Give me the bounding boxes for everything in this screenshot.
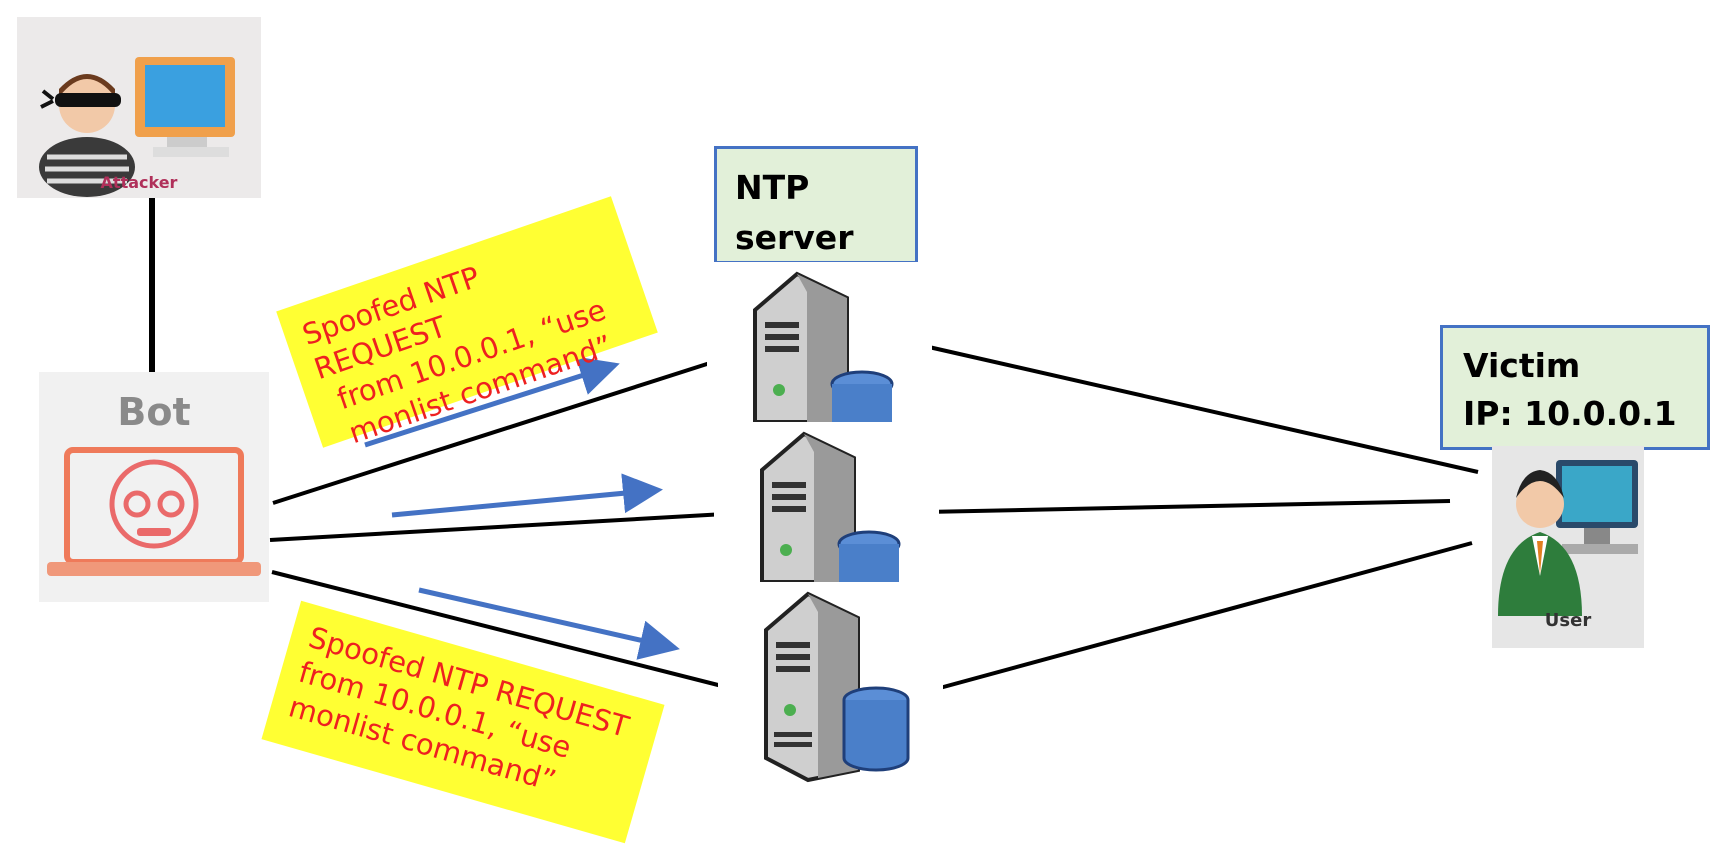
ntp-server-3 bbox=[718, 582, 943, 792]
attacker-icon bbox=[39, 57, 235, 197]
bot-to-server-3 bbox=[271, 570, 723, 688]
server-3-to-victim bbox=[924, 541, 1473, 694]
bot-node: Bot bbox=[39, 372, 269, 602]
server-icon bbox=[753, 271, 894, 424]
ntp-server-2 bbox=[714, 422, 939, 584]
ntp-label-line1: NTP bbox=[735, 168, 810, 207]
bot-label: Bot bbox=[117, 390, 191, 434]
ntp-label-line2: server bbox=[735, 218, 854, 257]
ntp-server-1 bbox=[707, 262, 932, 424]
bot-to-server-1 bbox=[272, 353, 736, 505]
request-arrow-1 bbox=[364, 356, 620, 448]
server-1-to-victim bbox=[919, 343, 1479, 474]
request-arrow-2 bbox=[391, 473, 663, 518]
user-icon bbox=[1498, 460, 1638, 616]
server-2-to-victim bbox=[924, 499, 1451, 514]
attacker-node: Attacker bbox=[17, 17, 261, 198]
victim-label: Victim IP: 10.0.0.1 bbox=[1440, 325, 1710, 450]
bot-laptop-icon bbox=[47, 447, 261, 576]
ntp-server-label: NTP server bbox=[714, 146, 918, 264]
attacker-caption: Attacker bbox=[100, 173, 178, 192]
server-icon bbox=[764, 591, 910, 783]
user-caption: User bbox=[1544, 610, 1592, 631]
victim-label-line1: Victim bbox=[1463, 346, 1581, 385]
server-icon bbox=[760, 431, 901, 584]
victim-label-line2: IP: 10.0.0.1 bbox=[1463, 394, 1677, 433]
bot-to-server-2 bbox=[269, 510, 761, 542]
victim-node: User bbox=[1492, 446, 1644, 648]
request-arrow-3 bbox=[418, 587, 680, 660]
